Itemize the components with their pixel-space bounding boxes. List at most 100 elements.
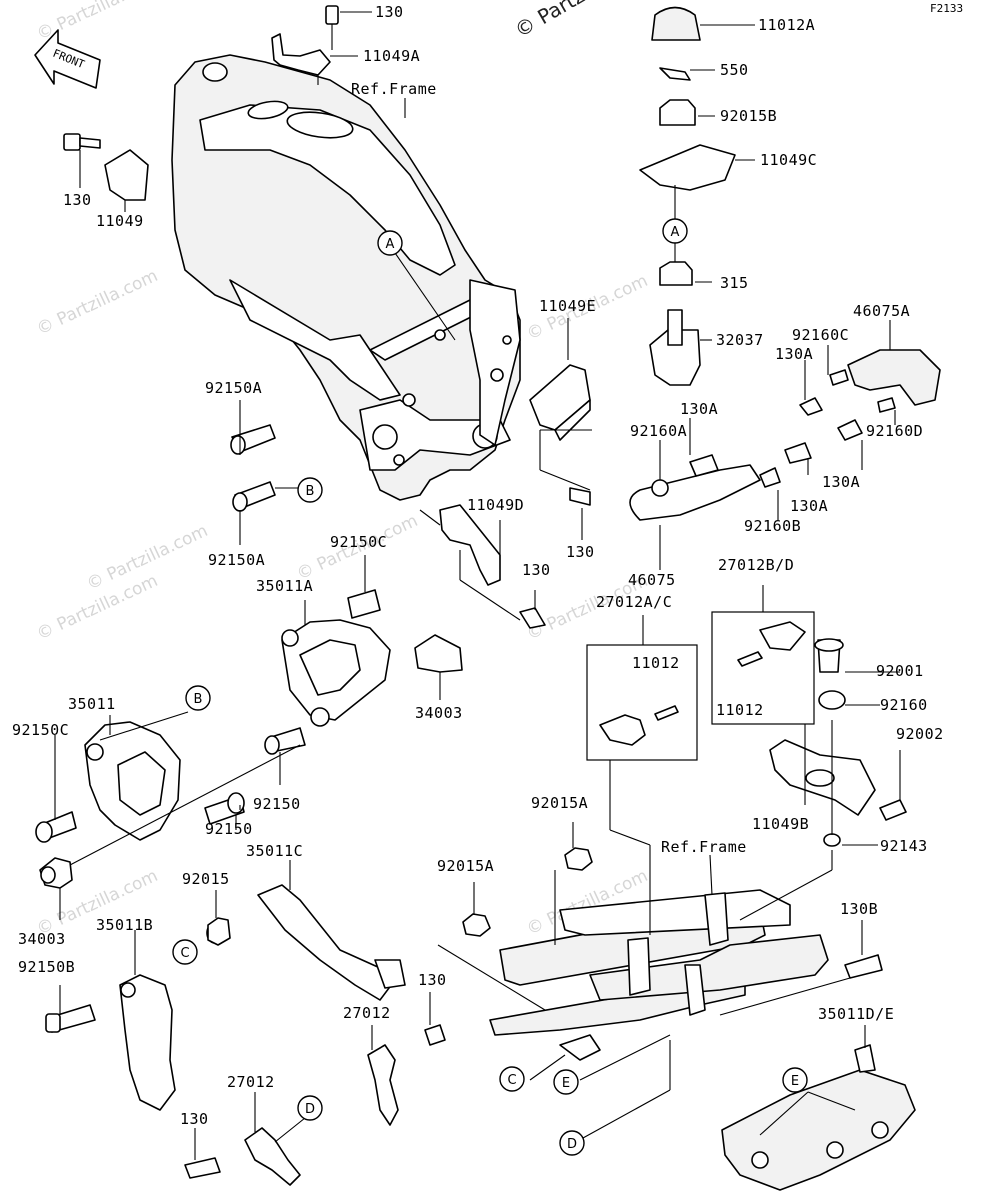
part-label: 130A <box>790 497 828 515</box>
bracket-11049 <box>63 133 149 201</box>
inset-box-27012AC <box>586 644 698 761</box>
part-label: 130 <box>375 3 404 21</box>
part-label: 27012A/C <box>596 593 672 611</box>
ref-letter: A <box>671 225 680 240</box>
part-label: 11049A <box>363 47 420 65</box>
ref-letter: E <box>562 1076 570 1091</box>
ref-letter: A <box>386 237 395 252</box>
ref-letter: B <box>306 484 315 499</box>
ref-letter: B <box>194 692 203 707</box>
bracket-11049E <box>529 364 591 441</box>
part-label: 11012 <box>716 701 764 719</box>
ref-circle-C: C <box>172 939 198 965</box>
part-label: 92150A <box>208 551 265 569</box>
part-label: 11049E <box>539 297 596 315</box>
ref-frame-label: Ref.Frame <box>351 80 437 98</box>
part-label: 11049C <box>760 151 817 169</box>
footpeg-bracket-35011A <box>281 619 463 727</box>
part-label: 130 <box>418 971 447 989</box>
part-label: 11049B <box>752 815 809 833</box>
part-label: 92150 <box>205 820 253 838</box>
ref-circle-E: E <box>553 1069 579 1095</box>
part-label: 35011A <box>256 577 313 595</box>
part-label: 92015A <box>437 857 494 875</box>
ref-circle-A: A <box>662 218 688 244</box>
main-frame <box>171 54 521 501</box>
part-label: 46075A <box>853 302 910 320</box>
ref-circle-B: B <box>297 477 323 503</box>
part-label: 130B <box>840 900 878 918</box>
leader-lines <box>54 11 901 1160</box>
ref-circle-A: A <box>377 230 403 256</box>
bracket-11049D <box>439 504 501 586</box>
ref-circle-B: B <box>185 685 211 711</box>
part-label: 92015B <box>720 107 777 125</box>
part-label: 130A <box>822 473 860 491</box>
footpeg-bracket-35011 <box>39 721 181 889</box>
ref-circles: A A B B C C D D E E <box>172 218 808 1156</box>
ref-letter: D <box>567 1137 577 1152</box>
lower-subframe <box>489 889 829 1061</box>
part-label: 11049 <box>96 212 144 230</box>
part-label: 92150C <box>12 721 69 739</box>
bracket-27012 <box>184 1024 446 1186</box>
part-label: 27012 <box>343 1004 391 1022</box>
ref-letter: E <box>791 1074 799 1089</box>
part-labels: 130 11049A Ref.Frame 130 11049 11012A 55… <box>12 3 944 1128</box>
ref-circle-E: E <box>782 1067 808 1093</box>
diagram-code: F2133 <box>930 2 963 15</box>
part-label: 130 <box>180 1110 209 1128</box>
part-label: 92150B <box>18 958 75 976</box>
ref-circle-D: D <box>297 1095 323 1121</box>
part-label: 92160C <box>792 326 849 344</box>
part-label: 92015A <box>531 794 588 812</box>
part-label: 27012 <box>227 1073 275 1091</box>
part-label: 92002 <box>896 725 944 743</box>
front-arrow-icon: FRONT <box>34 29 101 89</box>
footpeg-bracket-35011C <box>257 884 406 1001</box>
part-label: 130 <box>522 561 551 579</box>
part-label: 11012 <box>632 654 680 672</box>
part-label: 92150A <box>205 379 262 397</box>
ref-circle-D: D <box>559 1130 585 1156</box>
part-label: 550 <box>720 61 749 79</box>
watermark-top: © Partz <box>511 0 589 42</box>
part-label: 34003 <box>415 704 463 722</box>
nut-92015 <box>207 847 593 946</box>
part-label: 130 <box>566 543 595 561</box>
right-column-parts <box>629 6 941 521</box>
part-label: 11049D <box>467 496 524 514</box>
part-label: 92160B <box>744 517 801 535</box>
ref-letter: C <box>180 946 189 961</box>
ref-frame-label: Ref.Frame <box>661 838 747 856</box>
part-label: 130A <box>680 400 718 418</box>
bracket-11049A <box>271 5 339 76</box>
bolt-group <box>35 424 591 1033</box>
part-label: 92160 <box>880 696 928 714</box>
part-label: 11012A <box>758 16 815 34</box>
part-label: 92160A <box>630 422 687 440</box>
part-label: 34003 <box>18 930 66 948</box>
part-label: 315 <box>720 274 749 292</box>
ref-circle-C: C <box>499 1066 525 1092</box>
part-label: 35011C <box>246 842 303 860</box>
footpeg-bracket-35011B <box>119 974 176 1111</box>
part-label: 92160D <box>866 422 923 440</box>
part-label: 92150C <box>330 533 387 551</box>
ref-letter: D <box>305 1102 315 1117</box>
part-label: 92150 <box>253 795 301 813</box>
part-label: 130 <box>63 191 92 209</box>
part-label: 92001 <box>876 662 924 680</box>
ref-letter: C <box>507 1073 516 1088</box>
part-label: 35011B <box>96 916 153 934</box>
part-label: 92143 <box>880 837 928 855</box>
watermark-text: © Partzilla.com <box>34 266 161 340</box>
part-label: 35011 <box>68 695 116 713</box>
part-label: 35011D/E <box>818 1005 894 1023</box>
part-label: 46075 <box>628 571 676 589</box>
right-lower-parts <box>769 638 907 979</box>
part-label: 27012B/D <box>718 556 794 574</box>
part-label: 92015 <box>182 870 230 888</box>
part-label: 32037 <box>716 331 764 349</box>
